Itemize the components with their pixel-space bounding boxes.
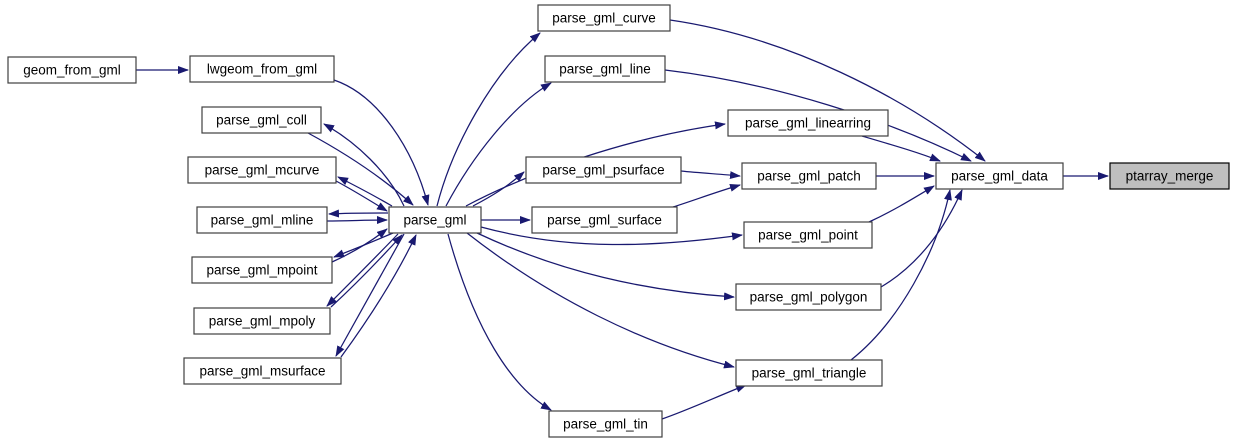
node-box-parse_gml_mline [196, 206, 328, 234]
edges-layer [136, 19, 1109, 420]
node-box-parse_gml [388, 206, 482, 234]
edge-parse_gml_mpoly-to-parse_gml [330, 234, 403, 308]
edge-parse_gml_msurface-to-parse_gml [340, 234, 417, 358]
node-parse_gml_tin[interactable]: parse_gml_tin [548, 410, 663, 438]
edge-parse_gml_line-to-parse_gml_data [664, 69, 972, 162]
node-label-parse_gml_data: parse_gml_data [951, 169, 1048, 184]
node-parse_gml_point[interactable]: parse_gml_point [743, 221, 873, 249]
nodes-layer: geom_from_gml lwgeom_from_gml parse_gml_co… [7, 4, 1230, 438]
edge-parse_gml_polygon-to-parse_gml_data [880, 189, 963, 288]
node-parse_gml_polygon[interactable]: parse_gml_polygon [735, 283, 882, 311]
node-box-lwgeom_from_gml [189, 55, 335, 83]
edge-parse_gml-to-parse_gml_point [480, 226, 743, 246]
node-label-parse_gml_point: parse_gml_point [758, 228, 858, 243]
edge-parse_gml-to-parse_gml_tin [447, 233, 552, 411]
node-box-parse_gml_tin [548, 410, 663, 438]
node-label-parse_gml_triangle: parse_gml_triangle [752, 366, 867, 381]
edge-parse_gml-to-parse_gml_triangle [466, 232, 735, 369]
node-box-parse_gml_coll [201, 106, 322, 134]
node-label-parse_gml_curve: parse_gml_curve [552, 11, 656, 26]
node-label-parse_gml_line: parse_gml_line [559, 62, 651, 77]
edge-parse_gml-to-parse_gml_coll [323, 123, 405, 207]
edge-parse_gml_surface-to-parse_gml_patch [672, 183, 741, 208]
node-label-lwgeom_from_gml: lwgeom_from_gml [207, 62, 317, 77]
edge-parse_gml_tin-to-parse_gml_triangle [661, 384, 747, 420]
node-parse_gml_line[interactable]: parse_gml_line [544, 55, 666, 83]
edge-parse_gml_linearring-to-parse_gml_data [861, 135, 941, 162]
node-geom_from_gml[interactable]: geom_from_gml [7, 56, 137, 84]
edge-parse_gml_point-to-parse_gml_data [868, 185, 935, 223]
node-label-parse_gml_mpoint: parse_gml_mpoint [206, 263, 317, 278]
node-ptarray_merge[interactable]: ptarray_merge [1109, 162, 1230, 190]
node-label-parse_gml_polygon: parse_gml_polygon [750, 290, 868, 305]
node-box-parse_gml_msurface [183, 357, 342, 385]
edge-parse_gml_triangle-to-parse_gml_data [850, 189, 952, 361]
node-label-parse_gml_linearring: parse_gml_linearring [745, 116, 871, 131]
node-label-parse_gml_mline: parse_gml_mline [211, 213, 314, 228]
node-label-geom_from_gml: geom_from_gml [23, 63, 121, 78]
edge-parse_gml-to-parse_gml_mpoly [326, 233, 399, 307]
edge-parse_gml-to-parse_gml_line [445, 82, 552, 207]
edge-parse_gml-to-parse_gml_msurface [335, 233, 405, 357]
node-box-parse_gml_line [544, 55, 666, 83]
edge-parse_gml_mcurve-to-parse_gml [335, 180, 388, 212]
node-label-ptarray_merge: ptarray_merge [1126, 169, 1214, 184]
node-box-ptarray_merge [1109, 162, 1230, 190]
node-box-parse_gml_triangle [735, 359, 883, 387]
node-parse_gml[interactable]: parse_gml [388, 206, 482, 234]
node-lwgeom_from_gml[interactable]: lwgeom_from_gml [189, 55, 335, 83]
edge-parse_gml-to-parse_gml_polygon [476, 232, 735, 301]
node-parse_gml_surface[interactable]: parse_gml_surface [531, 206, 678, 234]
node-label-parse_gml_coll: parse_gml_coll [216, 113, 307, 128]
node-parse_gml_mpoly[interactable]: parse_gml_mpoly [193, 307, 331, 335]
node-parse_gml_mpoint[interactable]: parse_gml_mpoint [191, 256, 333, 284]
node-label-parse_gml_msurface: parse_gml_msurface [199, 364, 325, 379]
node-label-parse_gml_psurface: parse_gml_psurface [542, 163, 664, 178]
node-parse_gml_data[interactable]: parse_gml_data [935, 162, 1064, 190]
node-label-parse_gml_mcurve: parse_gml_mcurve [205, 163, 320, 178]
node-parse_gml_msurface[interactable]: parse_gml_msurface [183, 357, 342, 385]
node-box-parse_gml_curve [537, 4, 671, 32]
node-parse_gml_patch[interactable]: parse_gml_patch [741, 162, 877, 190]
node-label-parse_gml_patch: parse_gml_patch [757, 169, 861, 184]
edge-parse_gml_mpoint-to-parse_gml [331, 228, 388, 263]
node-box-parse_gml_surface [531, 206, 678, 234]
node-parse_gml_psurface[interactable]: parse_gml_psurface [525, 156, 682, 184]
node-box-parse_gml_psurface [525, 156, 682, 184]
node-label-parse_gml: parse_gml [403, 213, 466, 228]
node-label-parse_gml_surface: parse_gml_surface [547, 213, 662, 228]
edge-parse_gml-to-parse_gml_mline [328, 209, 389, 218]
edge-parse_gml_psurface-to-parse_gml_patch [680, 170, 741, 180]
node-parse_gml_triangle[interactable]: parse_gml_triangle [735, 359, 883, 387]
node-label-parse_gml_mpoly: parse_gml_mpoly [209, 314, 316, 329]
edge-parse_gml_coll-to-parse_gml [307, 132, 414, 206]
node-box-parse_gml_mpoint [191, 256, 333, 284]
node-parse_gml_curve[interactable]: parse_gml_curve [537, 4, 671, 32]
edge-parse_gml_curve-to-parse_gml_data [669, 19, 986, 162]
node-parse_gml_mline[interactable]: parse_gml_mline [196, 206, 328, 234]
node-box-parse_gml_point [743, 221, 873, 249]
node-box-geom_from_gml [7, 56, 137, 84]
node-box-parse_gml_polygon [735, 283, 882, 311]
node-box-parse_gml_patch [741, 162, 877, 190]
node-label-parse_gml_tin: parse_gml_tin [563, 417, 648, 432]
node-parse_gml_linearring[interactable]: parse_gml_linearring [727, 109, 889, 137]
node-box-parse_gml_mcurve [187, 156, 337, 184]
node-box-parse_gml_data [935, 162, 1064, 190]
node-box-parse_gml_mpoly [193, 307, 331, 335]
edge-parse_gml-to-parse_gml_curve [436, 32, 541, 207]
node-box-parse_gml_linearring [727, 109, 889, 137]
node-parse_gml_coll[interactable]: parse_gml_coll [201, 106, 322, 134]
edge-lwgeom_from_gml-to-parse_gml [333, 79, 430, 206]
edge-parse_gml-to-parse_gml_psurface [472, 171, 525, 207]
node-parse_gml_mcurve[interactable]: parse_gml_mcurve [187, 156, 337, 184]
edge-parse_gml_mline-to-parse_gml [326, 216, 388, 225]
